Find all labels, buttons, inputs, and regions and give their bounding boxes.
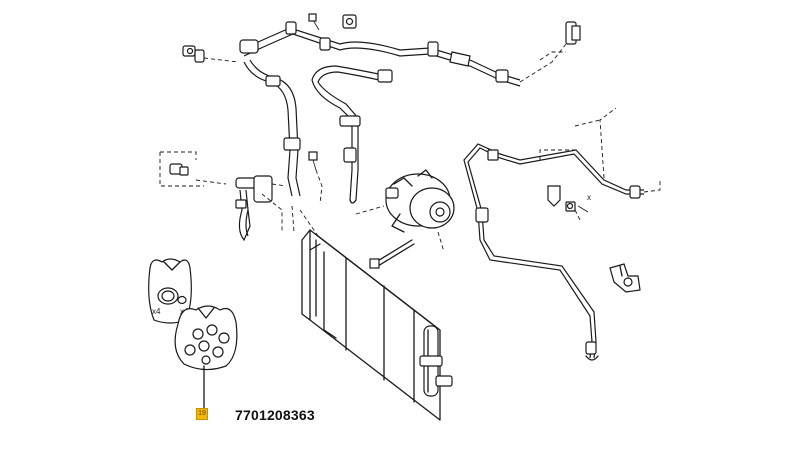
pressure-switch-connector (182, 45, 239, 63)
bolt-small (308, 151, 323, 205)
mounting-bracket (609, 263, 641, 293)
condenser (291, 205, 453, 421)
upper-hose-assembly (182, 13, 581, 87)
callout-badge[interactable]: 19 (196, 408, 208, 420)
suction-hose (311, 65, 393, 204)
quantity-label-1: x4 (152, 307, 161, 316)
pipe-clip (547, 185, 589, 221)
clip-mark-label: x (587, 193, 591, 202)
pressure-sensor (159, 151, 227, 187)
seal-kit-bag-large (174, 305, 238, 409)
flexible-pipe (235, 175, 287, 242)
expansion-valve (539, 21, 581, 63)
seal-kit-bag-small (148, 258, 192, 324)
part-number-label: 7701208363 (235, 407, 315, 423)
compressor (355, 169, 455, 253)
rigid-pipe (463, 107, 661, 361)
discharge-hose (243, 59, 301, 197)
long-bolt (369, 239, 415, 269)
